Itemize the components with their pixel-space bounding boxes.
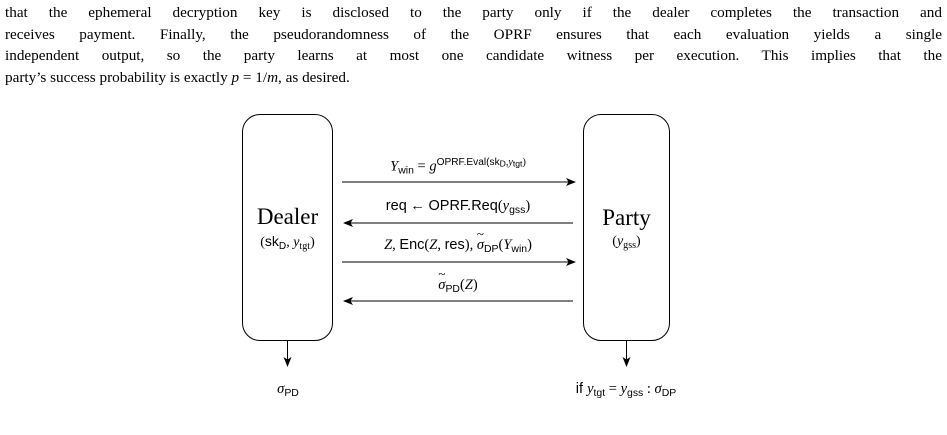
msg2-y: y bbox=[502, 198, 510, 214]
msg4-open: ( bbox=[459, 277, 465, 293]
paragraph-line-4: party’s success probability is exactly p… bbox=[5, 67, 942, 89]
msg1-label: Ywin = gOPRF.Eval(skD,ytgt) bbox=[390, 157, 526, 177]
msg3-comma1: , bbox=[392, 237, 400, 253]
party-out-y1: y bbox=[587, 381, 594, 397]
dealer-y-sub: tgt bbox=[299, 240, 311, 252]
msg2-arrow: ← bbox=[406, 198, 429, 214]
msg2-open: ( bbox=[497, 198, 503, 214]
msg1-Y: Y bbox=[390, 158, 399, 175]
party-y: y bbox=[616, 233, 624, 249]
math-m: m bbox=[267, 68, 279, 86]
dealer-label: Dealer bbox=[256, 203, 319, 229]
msg4-Z: Z bbox=[464, 277, 473, 293]
msg3-Z: Z bbox=[384, 237, 393, 253]
msg4-close: ) bbox=[472, 277, 478, 293]
party-out-sigma-sub: DP bbox=[661, 387, 677, 399]
msg2-label: req ← OPRF.Req(ygss) bbox=[386, 198, 530, 216]
msg1-exp-y-sub: tgt bbox=[512, 158, 523, 169]
msg3-sigma-sub: DP bbox=[483, 243, 499, 255]
paragraph-line-1: that the ephemeral decryption key is dis… bbox=[5, 4, 942, 21]
msg1-exp-sk-sub: D bbox=[499, 158, 506, 169]
msg3-Z2: Z bbox=[429, 237, 438, 253]
msg1-g: g bbox=[429, 158, 437, 175]
msg1-Y-sub: win bbox=[398, 165, 414, 177]
msg3-open: ( bbox=[424, 237, 430, 253]
msg1-exp-fn: OPRF.Eval( bbox=[436, 157, 490, 168]
dealer-inputs: (skD, ytgt) bbox=[260, 232, 315, 252]
party-out-y1-sub: tgt bbox=[593, 387, 606, 399]
msg3-comma2: , bbox=[437, 237, 445, 253]
dealer-box: Dealer (skD, ytgt) bbox=[242, 114, 333, 341]
msg2-y-sub: gss bbox=[509, 204, 526, 216]
msg2-req: req bbox=[385, 198, 407, 214]
party-out-y2: y bbox=[620, 381, 628, 397]
msg4-sigma: σ bbox=[438, 277, 445, 294]
msg3-close: ), bbox=[464, 237, 477, 253]
msg3-enc: Enc bbox=[399, 237, 425, 253]
dealer-sk-sub: D bbox=[278, 240, 287, 252]
party-out-sigma: σ bbox=[654, 381, 662, 397]
msg4-sigma-sub: PD bbox=[445, 283, 460, 295]
dealer-output: σPD bbox=[277, 381, 299, 399]
party-y-sub: gss bbox=[623, 239, 637, 251]
msg3-Y-sub: win bbox=[511, 243, 528, 255]
party-out-colon: : bbox=[643, 381, 655, 397]
party-out-y2-sub: gss bbox=[627, 387, 644, 399]
msg3-open2: ( bbox=[498, 237, 504, 253]
paragraph-line-3: independent output, so the party learns … bbox=[5, 47, 942, 64]
party-output: if ytgt = ygss : σDP bbox=[576, 381, 676, 399]
line4-text-a: party’s success probability is exactly bbox=[5, 68, 232, 86]
msg3-Y: Y bbox=[503, 237, 512, 253]
party-out-eq: = bbox=[605, 381, 621, 397]
msg1-exp-y: y bbox=[508, 157, 513, 168]
party-out-if: if bbox=[575, 381, 588, 397]
dealer-y: y bbox=[293, 234, 300, 250]
msg1-exp-sk: sk bbox=[489, 157, 500, 168]
party-box: Party (ygss) bbox=[583, 114, 670, 341]
msg3-label: Z, Enc(Z, res), σDP(Ywin) bbox=[384, 237, 532, 255]
msg2-close: ) bbox=[525, 198, 531, 214]
msg1-exp-close: ) bbox=[522, 157, 526, 168]
line4-text-b: , as desired. bbox=[278, 68, 350, 86]
msg1-exponent: OPRF.Eval(skD,ytgt) bbox=[436, 157, 526, 169]
body-paragraph: that the ephemeral decryption key is dis… bbox=[5, 2, 942, 88]
math-eq: = 1/ bbox=[239, 68, 268, 86]
paragraph-line-2: receives payment. Finally, the pseudoran… bbox=[5, 25, 942, 43]
dealer-out-sigma: σ bbox=[277, 381, 285, 397]
dealer-out-sigma-sub: PD bbox=[284, 387, 299, 399]
msg3-sigma: σ bbox=[477, 237, 484, 254]
math-p: p bbox=[231, 68, 240, 86]
msg4-label: σPD(Z) bbox=[438, 277, 477, 295]
dealer-sk: sk bbox=[264, 232, 279, 249]
msg1-exp-comma: , bbox=[505, 157, 509, 168]
msg1-eq: = bbox=[413, 158, 430, 175]
msg3-res: res bbox=[444, 237, 465, 253]
party-label: Party bbox=[602, 204, 651, 230]
party-inputs: (ygss) bbox=[612, 233, 641, 251]
msg3-close2: ) bbox=[527, 237, 532, 253]
msg2-fn: OPRF.Req bbox=[428, 198, 498, 214]
